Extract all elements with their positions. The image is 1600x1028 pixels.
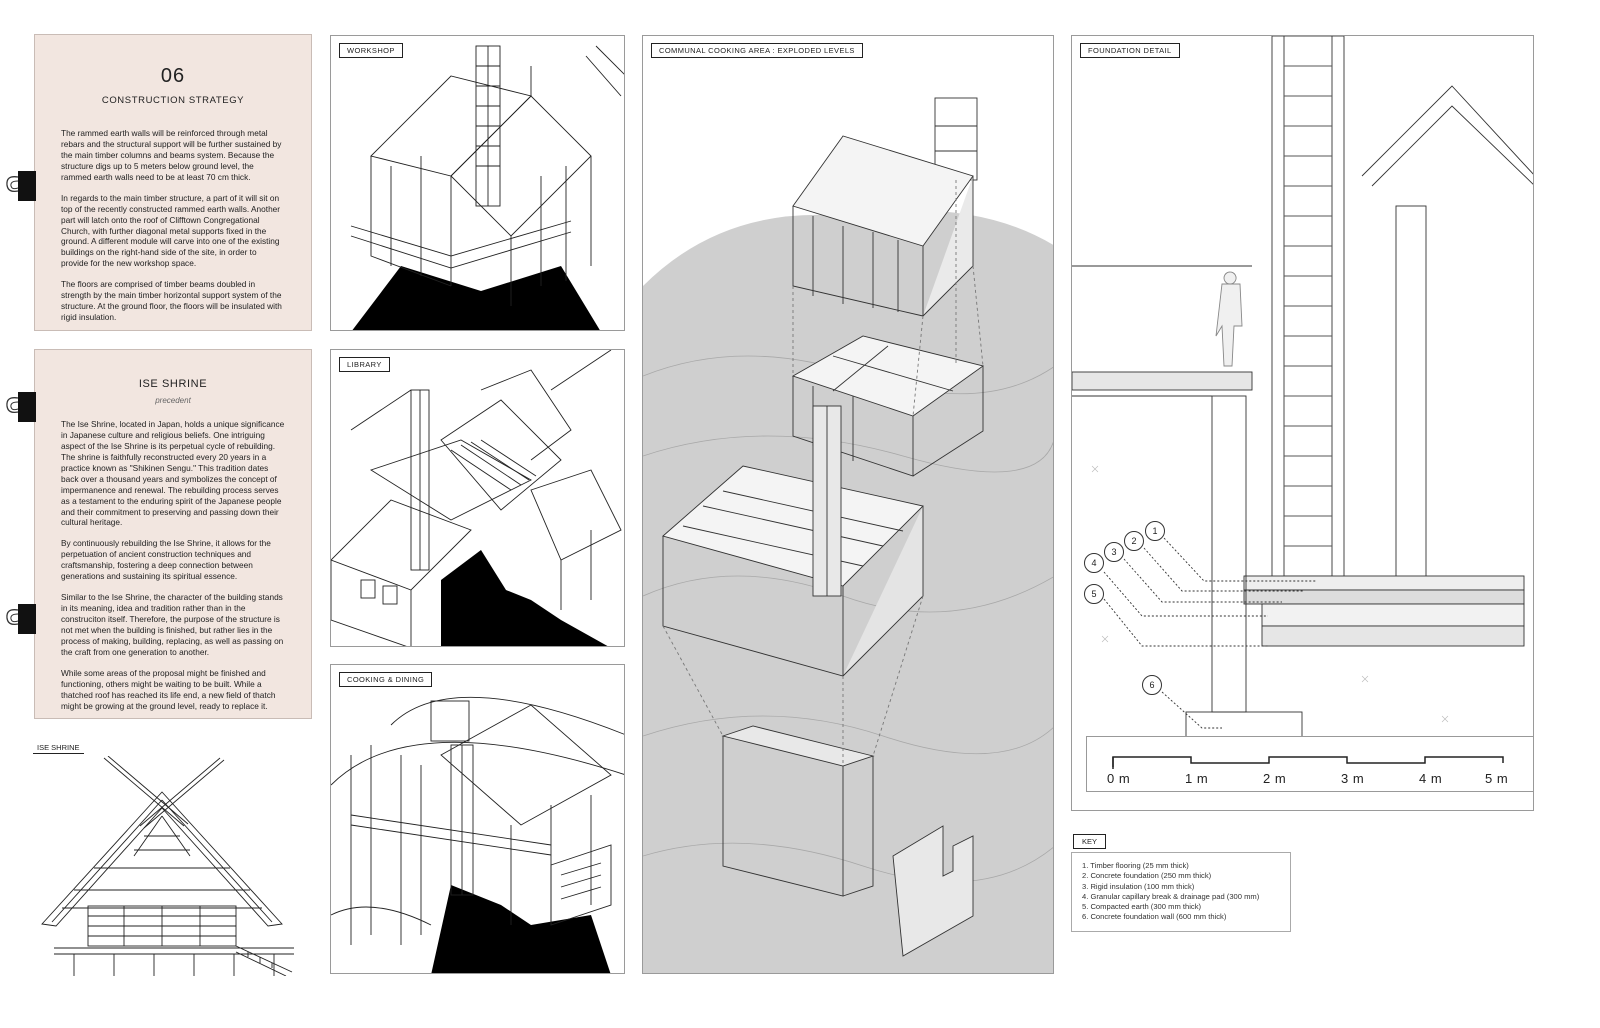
scale-label: 4 m — [1419, 771, 1443, 786]
key-item: 3. Rigid insulation (100 mm thick) — [1082, 881, 1195, 891]
paragraph: The Ise Shrine, located in Japan, holds … — [61, 419, 285, 528]
scale-label: 1 m — [1185, 771, 1209, 786]
exploded-levels-panel: COMMUNAL COOKING AREA : EXPLODED LEVELS — [642, 35, 1054, 974]
precedent-card: ISE SHRINE precedent The Ise Shrine, loc… — [34, 349, 312, 719]
paragraph: In regards to the main timber structure,… — [61, 192, 281, 269]
construction-strategy-card: 06 CONSTRUCTION STRATEGY The rammed eart… — [34, 34, 312, 331]
key-title: KEY — [1073, 834, 1107, 849]
binder-clip-icon — [6, 604, 36, 634]
key-item: 5. Compacted earth (300 mm thick) — [1082, 902, 1202, 911]
key-item: 1. Timber flooring (25 mm thick) — [1082, 861, 1189, 870]
callout-6: 6 — [1142, 675, 1162, 695]
paragraph: The floors are comprised of timber beams… — [61, 279, 282, 323]
paragraph: Similar to the Ise Shrine, the character… — [61, 592, 284, 657]
key-list: 1. Timber flooring (25 mm thick) 2. Conc… — [1082, 861, 1280, 923]
section-title: CONSTRUCTION STRATEGY — [101, 95, 245, 106]
scale-bar-graphic — [1112, 756, 1504, 769]
key-item: 6. Concrete foundation wall (600 mm thic… — [1082, 912, 1227, 922]
panel-label: COMMUNAL COOKING AREA : EXPLODED LEVELS — [651, 43, 863, 58]
workshop-panel: WORKSHOP — [330, 35, 625, 331]
ise-shrine-label: ISE SHRINE — [33, 742, 84, 754]
callout-4: 4 — [1084, 553, 1104, 573]
key-item: 2. Concrete foundation (250 mm thick) — [1082, 871, 1212, 881]
section-number: 06 — [160, 65, 186, 87]
scale-label: 3 m — [1341, 771, 1365, 786]
paragraph: While some areas of the proposal might b… — [61, 667, 276, 711]
callout-1: 1 — [1145, 521, 1165, 541]
ise-shrine-drawing — [41, 756, 294, 976]
key-box: 1. Timber flooring (25 mm thick) 2. Conc… — [1071, 852, 1291, 932]
workshop-drawing — [350, 45, 624, 330]
panel-label: LIBRARY — [339, 357, 390, 372]
library-drawing — [331, 350, 622, 646]
paragraph: The rammed earth walls will be reinforce… — [61, 128, 282, 182]
scale-label: 2 m — [1263, 771, 1287, 786]
cooking-dining-drawing — [331, 696, 624, 973]
paragraph: By continuously rebuilding the Ise Shrin… — [61, 538, 271, 582]
binder-clip-icon — [6, 392, 36, 422]
scale-label: 0 m — [1107, 771, 1131, 786]
scale-bar: 0 m 1 m 2 m 3 m 4 m 5 m — [1086, 736, 1534, 792]
binder-clip-icon — [6, 171, 36, 201]
precedent-text: The Ise Shrine, located in Japan, holds … — [61, 419, 285, 712]
panel-label: COOKING & DINING — [339, 672, 433, 687]
cooking-dining-panel: COOKING & DINING — [330, 664, 625, 974]
precedent-subtitle: precedent — [155, 396, 191, 405]
foundation-detail-panel: FOUNDATION DETAIL — [1071, 35, 1534, 811]
callout-5: 5 — [1084, 584, 1104, 604]
panel-label: FOUNDATION DETAIL — [1080, 43, 1180, 58]
construction-text: The rammed earth walls will be reinforce… — [61, 128, 285, 323]
library-panel: LIBRARY — [330, 349, 625, 647]
exploded-levels-drawing — [643, 97, 1053, 973]
callout-2: 2 — [1124, 531, 1144, 551]
callout-3: 3 — [1104, 542, 1124, 562]
scale-label: 5 m — [1485, 771, 1509, 786]
panel-label: WORKSHOP — [339, 43, 403, 58]
foundation-detail-drawing — [1072, 36, 1533, 753]
precedent-title: ISE SHRINE — [138, 378, 208, 390]
key-item: 4. Granular capillary break & drainage p… — [1082, 891, 1260, 901]
